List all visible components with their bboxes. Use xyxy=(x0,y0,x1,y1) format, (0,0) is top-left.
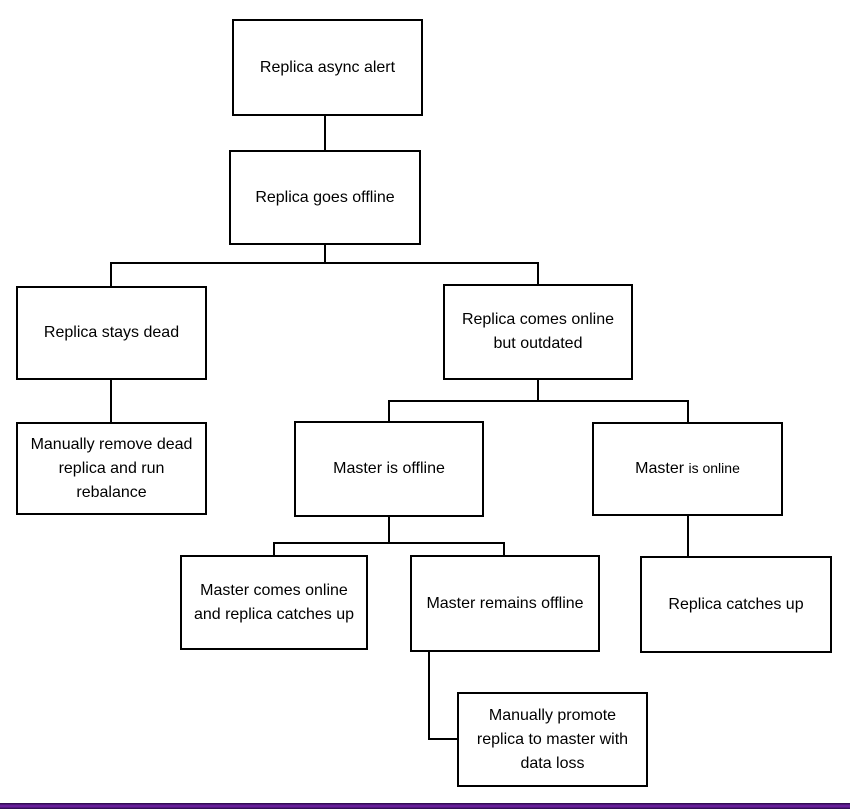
node-master-is-offline: Master is offline xyxy=(294,421,484,517)
node-master-is-offline-label: Master is offline xyxy=(333,460,445,477)
connector-split-to-master-remains-offline xyxy=(503,542,505,557)
node-manually-promote-replica-label: Manually promote replica to master with … xyxy=(476,706,629,772)
node-master-remains-offline-label: Master remains offline xyxy=(426,594,584,612)
connector-remains-offline-elbow-horizontal xyxy=(428,738,459,740)
connector-goes-offline-stem xyxy=(324,245,326,264)
node-master-is-online-label: Master is online xyxy=(631,457,744,481)
node-manually-remove-dead-replica: Manually remove dead replica and run reb… xyxy=(16,422,207,515)
connector-remains-offline-elbow-vertical xyxy=(428,651,430,740)
node-replica-goes-offline: Replica goes offline xyxy=(229,150,421,245)
node-replica-comes-online-but-outdated: Replica comes online but outdated xyxy=(443,284,633,380)
connector-split-to-comes-online xyxy=(537,262,539,286)
node-master-is-online-label-prefix: Master xyxy=(635,460,689,477)
connector-master-offline-stem xyxy=(388,516,390,544)
connector-comes-online-split-horizontal xyxy=(388,400,689,402)
connector-goes-offline-split-horizontal xyxy=(110,262,539,264)
connector-split-to-stays-dead xyxy=(110,262,112,288)
node-master-remains-offline: Master remains offline xyxy=(410,555,600,652)
connector-split-to-master-online xyxy=(687,400,689,423)
node-replica-catches-up: Replica catches up xyxy=(640,556,832,653)
node-master-is-online-label-suffix: is online xyxy=(688,460,740,476)
node-replica-goes-offline-label: Replica goes offline xyxy=(255,188,395,206)
bottom-accent-bar xyxy=(0,803,850,809)
node-replica-comes-online-but-outdated-label: Replica comes online but outdated xyxy=(461,311,615,352)
connector-split-to-master-offline xyxy=(388,400,390,423)
node-replica-stays-dead-label: Replica stays dead xyxy=(43,324,180,341)
node-replica-async-alert: Replica async alert xyxy=(232,19,423,116)
node-manually-remove-dead-replica-label: Manually remove dead replica and run reb… xyxy=(30,435,193,501)
connector-stays-dead-to-remove-replica xyxy=(110,379,112,424)
node-replica-stays-dead: Replica stays dead xyxy=(16,286,207,380)
node-master-is-online: Master is online xyxy=(592,422,783,516)
node-replica-async-alert-label: Replica async alert xyxy=(259,58,396,76)
node-master-comes-online-replica-catches-up-label: Master comes online and replica catches … xyxy=(193,581,355,623)
connector-master-online-to-catches-up xyxy=(687,515,689,557)
connector-split-to-master-comes-online xyxy=(273,542,275,557)
node-manually-promote-replica: Manually promote replica to master with … xyxy=(457,692,648,787)
node-replica-catches-up-label: Replica catches up xyxy=(668,595,804,613)
connector-alert-to-goes-offline xyxy=(324,116,326,151)
connector-master-offline-split-horizontal xyxy=(273,542,505,544)
connector-comes-online-stem xyxy=(537,379,539,402)
node-master-comes-online-replica-catches-up: Master comes online and replica catches … xyxy=(180,555,368,650)
